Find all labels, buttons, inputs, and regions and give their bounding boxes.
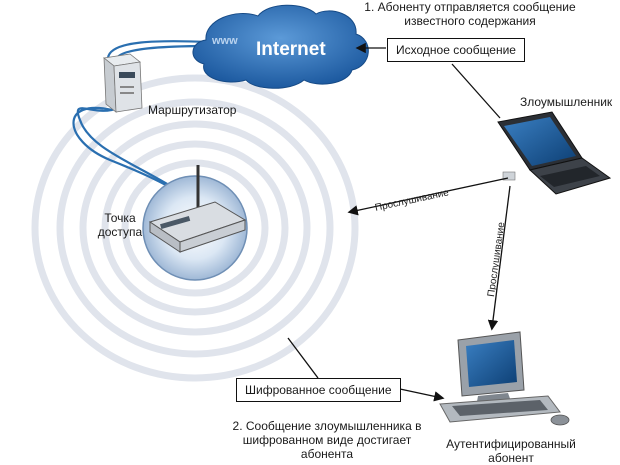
laptop-icon <box>497 111 612 195</box>
router-label: Маршрутизатор <box>148 103 237 117</box>
access-point-icon <box>142 165 248 281</box>
source-message-box: Исходное сообщение <box>387 38 525 62</box>
encrypted-message-box: Шифрованное сообщение <box>236 378 401 402</box>
router-icon <box>103 53 143 113</box>
step2-note-line3: абонента <box>300 447 354 461</box>
step2-note: 2. Сообщение злоумышленника в шифрованно… <box>212 419 442 461</box>
step2-note-line2: шифрованном виде достигает <box>242 433 412 447</box>
cloud-label: Internet <box>256 39 326 60</box>
access-point-label: Точка доступа <box>82 211 158 239</box>
arrow-sniff-horizontal <box>347 177 509 216</box>
subscriber-label-line2: абонент <box>488 451 534 465</box>
step1-note: 1. Абоненту отправляется сообщение извес… <box>345 0 595 28</box>
arrow-waves-to-encrypted <box>287 337 319 379</box>
access-point-label-line2: доступа <box>97 225 143 239</box>
cloud-prefix: www <box>211 35 238 47</box>
arrow-sniff-vertical <box>487 185 511 331</box>
signal-waves <box>31 74 359 382</box>
internet-cloud-icon: www Internet <box>192 4 369 89</box>
step2-note-line1: 2. Сообщение злоумышленника в <box>232 419 422 433</box>
desktop-computer-icon <box>439 331 570 426</box>
arrow-encrypted-to-subscriber <box>399 388 445 402</box>
step1-note-line1: 1. Абоненту отправляется сообщение <box>364 0 576 14</box>
attacker-label: Злоумышленник <box>520 95 613 109</box>
arrows <box>287 42 511 402</box>
subscriber-label: Аутентифицированный абонент <box>436 437 586 465</box>
access-point-label-line1: Точка <box>104 211 136 225</box>
subscriber-label-line1: Аутентифицированный <box>446 437 576 451</box>
step1-note-line2: известного содержания <box>404 14 536 28</box>
arrow-attacker-to-source <box>451 63 501 119</box>
